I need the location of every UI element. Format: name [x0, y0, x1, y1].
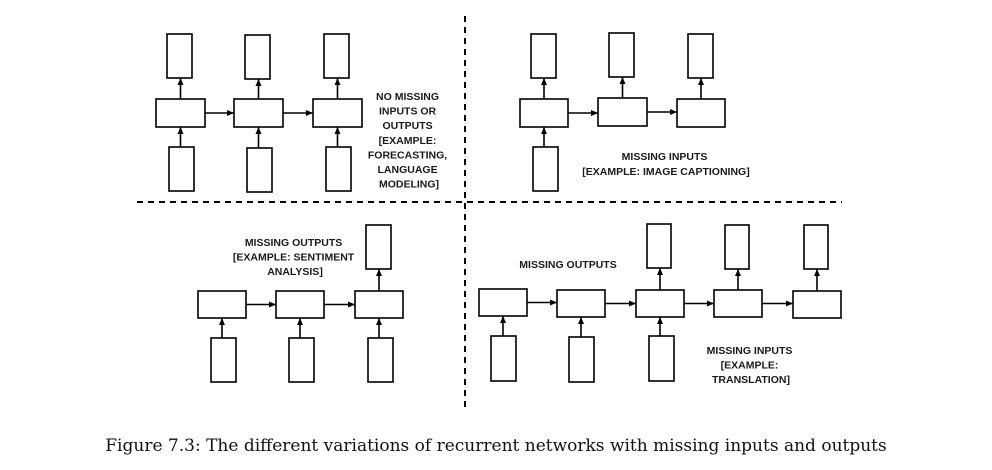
figure-caption: Figure 7.3: The different variations of … — [105, 436, 887, 456]
hidden-cell — [519, 98, 569, 128]
output-node — [323, 33, 350, 79]
output-node — [724, 224, 750, 270]
hidden-cell — [155, 98, 206, 128]
hidden-cell — [713, 289, 763, 318]
label-missing-inputs-translation: MISSING INPUTS [EXAMPLE: TRANSLATION] — [707, 345, 796, 386]
label-missing-outputs-sentiment: MISSING OUTPUTS [EXAMPLE: SENTIMENT ANAL… — [233, 237, 357, 278]
network-missing-inputs-and-outputs — [478, 223, 842, 383]
input-node — [490, 335, 517, 382]
output-node — [687, 33, 714, 79]
output-node — [244, 34, 271, 80]
input-node — [532, 146, 559, 192]
hidden-cell — [792, 290, 842, 319]
output-node — [166, 33, 193, 79]
network-missing-inputs — [519, 32, 726, 192]
input-node — [288, 337, 315, 383]
hidden-cell — [233, 98, 284, 128]
label-missing-inputs-captioning: MISSING INPUTS [EXAMPLE: IMAGE CAPTIONIN… — [582, 151, 749, 178]
network-missing-outputs — [197, 224, 404, 383]
output-node — [530, 33, 557, 79]
hidden-cell — [197, 290, 247, 319]
output-node — [646, 223, 672, 269]
hidden-cell — [597, 97, 648, 127]
input-node — [210, 337, 237, 383]
hidden-cell — [478, 288, 528, 317]
hidden-cell — [354, 290, 404, 319]
input-node — [246, 147, 273, 193]
input-node — [168, 146, 195, 192]
label-missing-outputs: MISSING OUTPUTS — [519, 259, 616, 271]
input-node — [568, 336, 595, 383]
input-node — [367, 337, 394, 383]
output-node — [803, 224, 829, 270]
output-node — [608, 32, 635, 78]
output-node — [365, 224, 392, 270]
hidden-cell — [556, 289, 606, 318]
hidden-cell — [275, 290, 325, 319]
hidden-cell — [635, 289, 685, 318]
network-no-missing — [155, 33, 363, 193]
hidden-cell — [312, 98, 363, 128]
input-node — [648, 335, 675, 382]
label-no-missing: NO MISSING INPUTS OR OUTPUTS [EXAMPLE: F… — [368, 91, 450, 191]
input-node — [325, 146, 352, 192]
hidden-cell — [676, 98, 726, 128]
